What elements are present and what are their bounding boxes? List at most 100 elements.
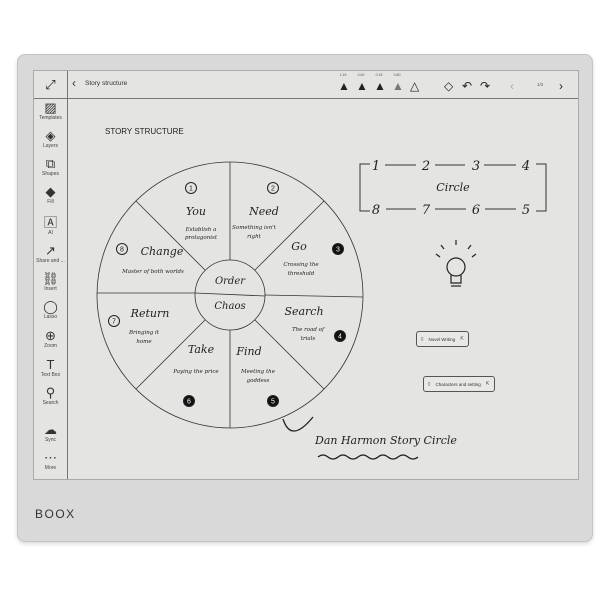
step-number-badge <box>108 315 120 327</box>
page-indicator: 1/2 <box>537 82 544 87</box>
external-link-icon: ⇱ <box>485 381 490 386</box>
step-number-badge <box>267 395 279 407</box>
note-heading: STORY STRUCTURE <box>105 127 184 136</box>
note-canvas[interactable]: STORY STRUCTURE Order Chaos 1 You Establ… <box>68 99 578 479</box>
cycle-step: 4 <box>521 159 530 174</box>
textbox-icon: T <box>46 357 55 372</box>
cycle-step: 2 <box>421 159 430 174</box>
sidebar-item-label: Fill <box>47 199 54 205</box>
next-page-icon[interactable]: › <box>559 79 563 93</box>
sidebar-item-label: AI <box>48 230 53 236</box>
cycle-label: Circle <box>436 181 470 194</box>
sidebar-item-layers[interactable]: ◈Layers <box>34 128 67 150</box>
brush-icon[interactable]: ▲ <box>356 79 368 93</box>
wheel-segment-go: 3 Go Crossing the threshold <box>283 240 344 277</box>
sidebar-item-label: Layers <box>42 143 58 149</box>
redo-icon[interactable]: ↷ <box>480 79 491 93</box>
link-icon: ⛓ <box>42 271 59 286</box>
pen-size-label: 0.60 <box>357 73 365 77</box>
segment-desc: Something isn't <box>232 225 277 231</box>
link-label: Characters and setting <box>435 381 481 387</box>
segment-title: Take <box>188 343 215 356</box>
wheel-segment-find: 5 Find Meeting the goddess <box>235 345 279 407</box>
step-number: 6 <box>187 399 191 406</box>
notebook-icon: ▯ <box>421 336 424 341</box>
step-number-badge <box>334 330 346 342</box>
pen-icon[interactable]: ▲ <box>338 79 350 93</box>
step-number-badge <box>332 243 344 255</box>
sidebar-item-label: Lasso <box>43 314 58 320</box>
zoom-icon: ⊕ <box>45 328 56 343</box>
segment-desc: home <box>136 339 152 345</box>
search-icon: ⚲ <box>45 385 56 400</box>
cycle-step: 6 <box>472 203 480 218</box>
prev-page-icon[interactable]: ‹ <box>510 79 514 93</box>
sidebar-item-search[interactable]: ⚲Search <box>34 385 67 407</box>
step-number: 8 <box>120 247 124 254</box>
layers-icon: ◈ <box>45 128 56 143</box>
segment-desc: Paying the price <box>172 369 219 375</box>
sidebar-item-shapes[interactable]: ⧉Shapes <box>34 156 67 178</box>
sync-icon: ☁ <box>44 422 57 437</box>
highlighter-icon[interactable]: ▲ <box>392 79 404 93</box>
link-characters-setting[interactable]: ▯Characters and setting⇱ <box>423 376 495 392</box>
pen-settings-icon[interactable]: △ <box>410 79 420 93</box>
signature-underline <box>282 416 419 460</box>
fullscreen-icon[interactable]: ⤢ <box>34 71 67 99</box>
segment-title: Search <box>284 305 323 318</box>
segment-desc: right <box>247 234 261 240</box>
cycle-step: 3 <box>472 159 480 174</box>
cycle-step: 5 <box>522 203 530 218</box>
marker-icon[interactable]: ▲ <box>374 79 386 93</box>
undo-icon[interactable]: ↶ <box>462 79 473 93</box>
sidebar-item-label: Text Box <box>40 372 61 378</box>
pen-size-label: 1.15 <box>339 73 347 77</box>
step-number: 4 <box>338 334 342 341</box>
step-number: 3 <box>336 247 340 254</box>
sidebar-item-templates[interactable]: ▨Templates <box>34 100 67 122</box>
segment-desc: protagonist <box>185 235 218 241</box>
link-novel-writing[interactable]: ▯ Novel Writing ⇱ <box>416 331 469 347</box>
step-number: 2 <box>271 186 275 193</box>
sidebar-item-label: Shapes <box>42 171 59 177</box>
sidebar-item-sync[interactable]: ☁Sync <box>34 422 67 444</box>
external-link-icon: ⇱ <box>460 336 464 341</box>
shapes-icon: ⧉ <box>45 156 56 171</box>
eraser-icon[interactable]: ◇ <box>444 79 454 93</box>
sidebar-item-insert[interactable]: ⛓Insert <box>34 271 67 293</box>
share-icon: ↗ <box>45 243 56 258</box>
segment-title: Return <box>130 307 170 320</box>
sidebar-item-lasso[interactable]: ◯Lasso <box>34 299 67 321</box>
ai-icon: 🄰 <box>43 215 57 230</box>
segment-title: Change <box>141 245 184 258</box>
wheel-segment-return: 7 Return Bringing it home <box>108 307 170 345</box>
wheel-segment-need: 2 Need Something isn't right <box>232 182 279 240</box>
screen: ‹ Story structure 1.15 ▲ 0.60 ▲ 0.15 ▲ 0… <box>33 70 579 480</box>
lasso-icon: ◯ <box>43 299 58 314</box>
sidebar-item-zoom[interactable]: ⊕Zoom <box>34 328 67 350</box>
pen-size-label: 0.15 <box>375 73 383 77</box>
step-number-badge <box>183 395 195 407</box>
segment-desc: threshold <box>288 271 315 277</box>
note-title[interactable]: Story structure <box>85 80 128 87</box>
center-chaos: Chaos <box>214 301 245 312</box>
segment-desc: Bringing it <box>128 330 160 336</box>
back-icon[interactable]: ‹ <box>72 76 76 90</box>
sidebar-item-label: Zoom <box>44 343 57 349</box>
templates-icon: ▨ <box>44 100 57 115</box>
cycle-step: 1 <box>372 159 380 174</box>
segment-desc: Meeting the <box>240 369 276 375</box>
sidebar-item-fill[interactable]: ◆Fill <box>34 184 67 206</box>
sidebar-item-share-and[interactable]: ↗Share and ... <box>34 243 67 265</box>
wheel-segment-you: 1 You Establish a protagonist <box>185 182 218 241</box>
fill-icon: ◆ <box>45 184 56 199</box>
sidebar-item-label: More <box>44 465 57 471</box>
sidebar-item-more[interactable]: ⋯More <box>34 451 67 472</box>
step-number: 1 <box>189 186 193 193</box>
brand-logo: BOOX <box>35 507 76 521</box>
signature-text: Dan Harmon Story Circle <box>314 434 457 447</box>
link-label: Novel Writing <box>428 336 456 342</box>
